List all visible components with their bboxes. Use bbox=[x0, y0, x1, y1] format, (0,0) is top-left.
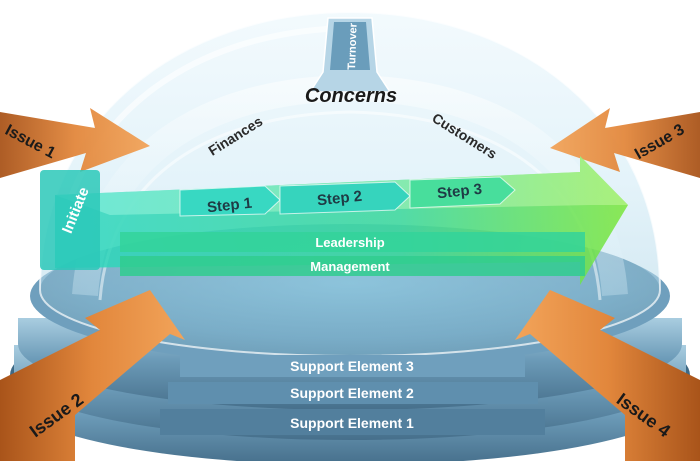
support-element-3: Support Element 3 bbox=[290, 358, 414, 374]
step-chevrons bbox=[179, 176, 516, 217]
step-label-1: Step 1 bbox=[206, 195, 253, 217]
support-bands bbox=[160, 355, 545, 435]
issue-arrow-4 bbox=[515, 290, 700, 461]
issue-arrow-3 bbox=[550, 108, 700, 178]
support-element-1: Support Element 1 bbox=[290, 415, 414, 431]
dome-title: Concerns bbox=[305, 85, 397, 107]
step-label-3: Step 3 bbox=[436, 181, 483, 203]
management-label: Management bbox=[310, 259, 390, 274]
issue-arrow-2 bbox=[0, 290, 185, 461]
leadership-bar bbox=[120, 232, 585, 252]
management-bar bbox=[120, 256, 585, 276]
issue-arrow-1 bbox=[0, 108, 150, 178]
step-label-2: Step 2 bbox=[316, 188, 363, 210]
leadership-label: Leadership bbox=[315, 235, 384, 250]
turnover-label: Turnover bbox=[346, 22, 360, 70]
initiate-block bbox=[40, 170, 100, 270]
support-element-2: Support Element 2 bbox=[290, 385, 414, 401]
